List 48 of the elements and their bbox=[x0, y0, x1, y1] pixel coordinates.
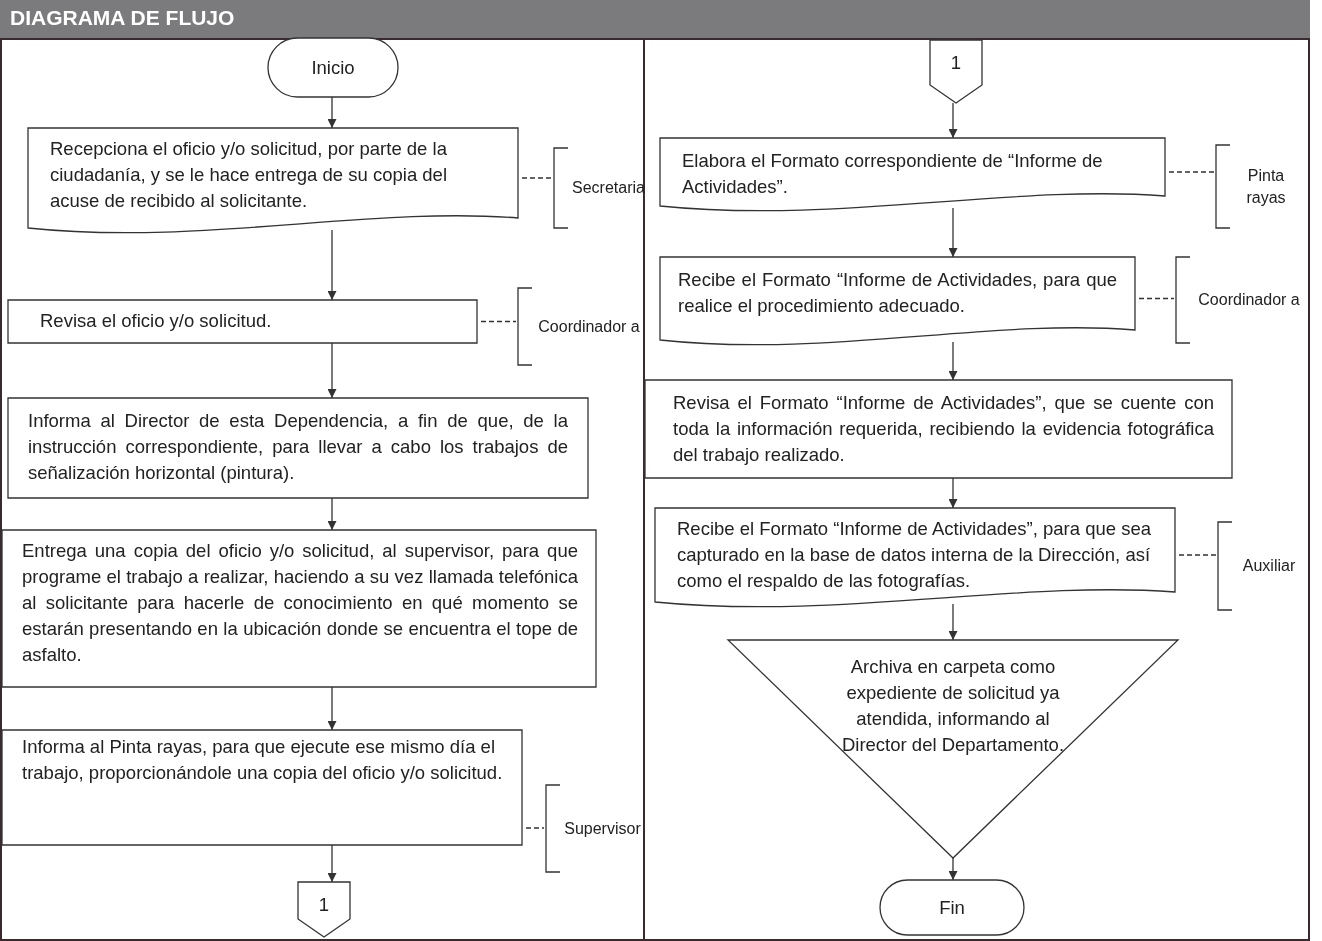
arrow bbox=[948, 207, 958, 258]
arrow bbox=[327, 844, 337, 883]
role-label: Auxiliar bbox=[1241, 556, 1297, 576]
step-text: Informa al Director de esta Dependencia, a fin de que, de la instrucción correspondiente, para llevar a cabo los trabajos de señalización horizontal (pintura). bbox=[28, 409, 568, 485]
role-label: Pinta rayas bbox=[1245, 165, 1287, 208]
arrow bbox=[948, 857, 958, 881]
step-text: Elabora el Formato correspondiente de “Informe de Actividades”. bbox=[682, 149, 1104, 199]
merge-triangle bbox=[728, 640, 1178, 858]
step-text: Recibe el Formato “Informe de Actividades, para que realice el procedimiento adecuado. bbox=[678, 268, 1117, 318]
arrow bbox=[327, 96, 337, 129]
step-text: Recibe el Formato “Informe de Actividades”, para que sea capturado en la base de datos interna de la Dirección, así como el respaldo de las fotografías. bbox=[677, 517, 1153, 593]
step-text: Recepciona el oficio y/o solicitud, por parte de la ciudadanía, y se le hace entrega de su copia del acuse de recibido al solicitante. bbox=[50, 137, 448, 213]
process-box bbox=[8, 300, 477, 343]
arrow bbox=[948, 102, 958, 139]
arrow bbox=[327, 229, 337, 301]
step-text: Revisa el Formato “Informe de Actividades”, que se cuente con toda la información requerida, recibiendo la evidencia fotográfica del trabajo realizado. bbox=[673, 391, 1214, 467]
terminal-label: Inicio bbox=[310, 55, 356, 80]
arrow bbox=[327, 497, 337, 531]
arrow bbox=[327, 342, 337, 399]
step-text: Revisa el oficio y/o solicitud. bbox=[40, 309, 273, 333]
step-text: Archiva en carpeta como expediente de solicitud ya atendida, informando al Director del Departamento. bbox=[840, 655, 1066, 757]
leader-line bbox=[525, 827, 545, 829]
arrow bbox=[327, 686, 337, 731]
leader-line bbox=[1138, 297, 1175, 300]
leader-line bbox=[1168, 171, 1215, 173]
process-box bbox=[2, 530, 596, 687]
connector-number: 1 bbox=[949, 51, 963, 75]
process-box bbox=[2, 730, 522, 845]
terminal-shape bbox=[268, 38, 398, 97]
process-box bbox=[8, 398, 588, 498]
off-page-connector bbox=[930, 40, 982, 103]
terminal-shape bbox=[880, 880, 1024, 935]
terminal-label: Fin bbox=[938, 895, 966, 920]
step-text: Informa al Pinta rayas, para que ejecute ese mismo día el trabajo, proporcionándole una copia del oficio y/o solicitud. bbox=[22, 735, 504, 785]
arrow bbox=[948, 477, 958, 509]
arrow bbox=[948, 603, 958, 641]
role-label: Coordinador a bbox=[537, 316, 641, 337]
leader-line bbox=[480, 320, 517, 323]
diagram-title: DIAGRAMA DE FLUJO bbox=[10, 6, 235, 30]
off-page-connector bbox=[298, 882, 350, 937]
role-label: Coordinador a bbox=[1197, 290, 1301, 310]
arrow bbox=[948, 341, 958, 381]
role-label: Supervisor bbox=[564, 818, 641, 839]
process-box bbox=[645, 380, 1232, 478]
step-text: Entrega una copia del oficio y/o solicitud, al supervisor, para que programe el trabajo a realizar, haciendo a su vez llamada telefónica al solicitante para hacerle de conocimiento en qué momento se estarán presentando en la ubicación donde se encuentra el tope de asfalto. bbox=[22, 539, 578, 667]
leader-line bbox=[521, 177, 553, 179]
connector-number: 1 bbox=[317, 893, 331, 917]
leader-line bbox=[1178, 554, 1217, 556]
